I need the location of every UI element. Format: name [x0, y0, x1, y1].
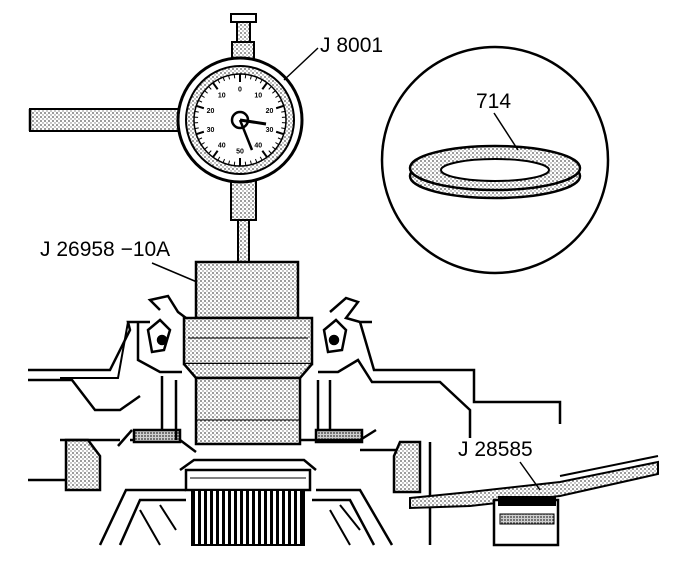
- spline-hub: [98, 458, 394, 546]
- dial-tick: [208, 150, 212, 154]
- dial-tick: [204, 146, 208, 150]
- housing-right: [300, 296, 562, 545]
- dial-tick: [222, 158, 226, 163]
- dial-tick: [244, 74, 247, 79]
- dial-tick: [222, 77, 226, 82]
- dial-tick: [261, 150, 268, 158]
- dial-tick: [195, 130, 205, 136]
- dial-number: 0: [238, 87, 242, 94]
- label-gage-bar: J 28585: [458, 438, 533, 461]
- dial-tick: [268, 150, 272, 154]
- dial-tick: [272, 146, 276, 150]
- dial-number: 40: [254, 143, 262, 150]
- label-adapter: J 26958 −10A: [40, 238, 170, 261]
- dial-tick: [275, 104, 285, 110]
- dial-tick: [249, 75, 252, 80]
- dial-tick: [212, 82, 219, 90]
- dial-tick: [277, 99, 282, 103]
- housing-left: [28, 294, 197, 492]
- dial-tick: [212, 150, 219, 158]
- dial-tick: [204, 90, 208, 94]
- dial-tick: [200, 142, 205, 146]
- dial-tick: [244, 161, 247, 166]
- support-arm: [28, 108, 186, 132]
- dial-tick: [208, 86, 212, 90]
- dial-number: 50: [236, 149, 244, 156]
- dial-tick: [249, 160, 252, 165]
- dial-tick: [233, 161, 236, 166]
- dial-tick: [268, 86, 272, 90]
- dial-tick: [217, 156, 221, 161]
- label-washer: 714: [476, 90, 511, 113]
- adapter-tool: [182, 260, 314, 446]
- dial-tick: [259, 79, 263, 84]
- dial-tick: [200, 94, 205, 98]
- dial-needle-small: [238, 119, 254, 151]
- label-j8001-group: J 8001: [283, 34, 383, 81]
- dial-tick: [194, 110, 199, 113]
- dial-tick: [254, 158, 258, 163]
- dial-tick: [275, 130, 285, 136]
- dial-number: 30: [207, 127, 215, 134]
- dial-tick: [281, 127, 286, 130]
- dial-number: 20: [266, 108, 274, 115]
- dial-tick: [228, 160, 231, 165]
- dial-tick: [259, 156, 263, 161]
- dial-tick: [272, 90, 276, 94]
- dial-tick: [198, 137, 203, 141]
- gage-bar: J 28585: [409, 438, 659, 547]
- dial-tick: [217, 79, 221, 84]
- dial-number: 40: [218, 143, 226, 150]
- dial-number: 10: [218, 92, 226, 99]
- dial-tick: [198, 99, 203, 103]
- dial-tick: [281, 110, 286, 113]
- dial-number: 20: [207, 108, 215, 115]
- label-dial-indicator: J 8001: [320, 34, 383, 57]
- dial-tick: [233, 74, 236, 79]
- dial-tick: [228, 75, 231, 80]
- dial-tick: [277, 137, 282, 141]
- dial-tick: [254, 77, 258, 82]
- dial-tick: [194, 127, 199, 130]
- dial-number: 10: [254, 92, 262, 99]
- dial-number: 30: [266, 127, 274, 134]
- washer-inset: 714: [380, 45, 610, 275]
- label-adapter-group: J 26958 −10A: [40, 238, 198, 283]
- dial-tick: [275, 94, 280, 98]
- dial-tick: [275, 142, 280, 146]
- dial-tick: [261, 82, 268, 90]
- dial-ticks: [194, 74, 286, 166]
- dial-numbers: 0 10 20 30 40 50 40 30 20 10: [207, 87, 274, 156]
- dial-tick: [195, 104, 205, 110]
- dial-needle: [239, 118, 267, 126]
- dial-indicator: 0 10 20 30 40 50 40 30 20 10: [176, 56, 304, 184]
